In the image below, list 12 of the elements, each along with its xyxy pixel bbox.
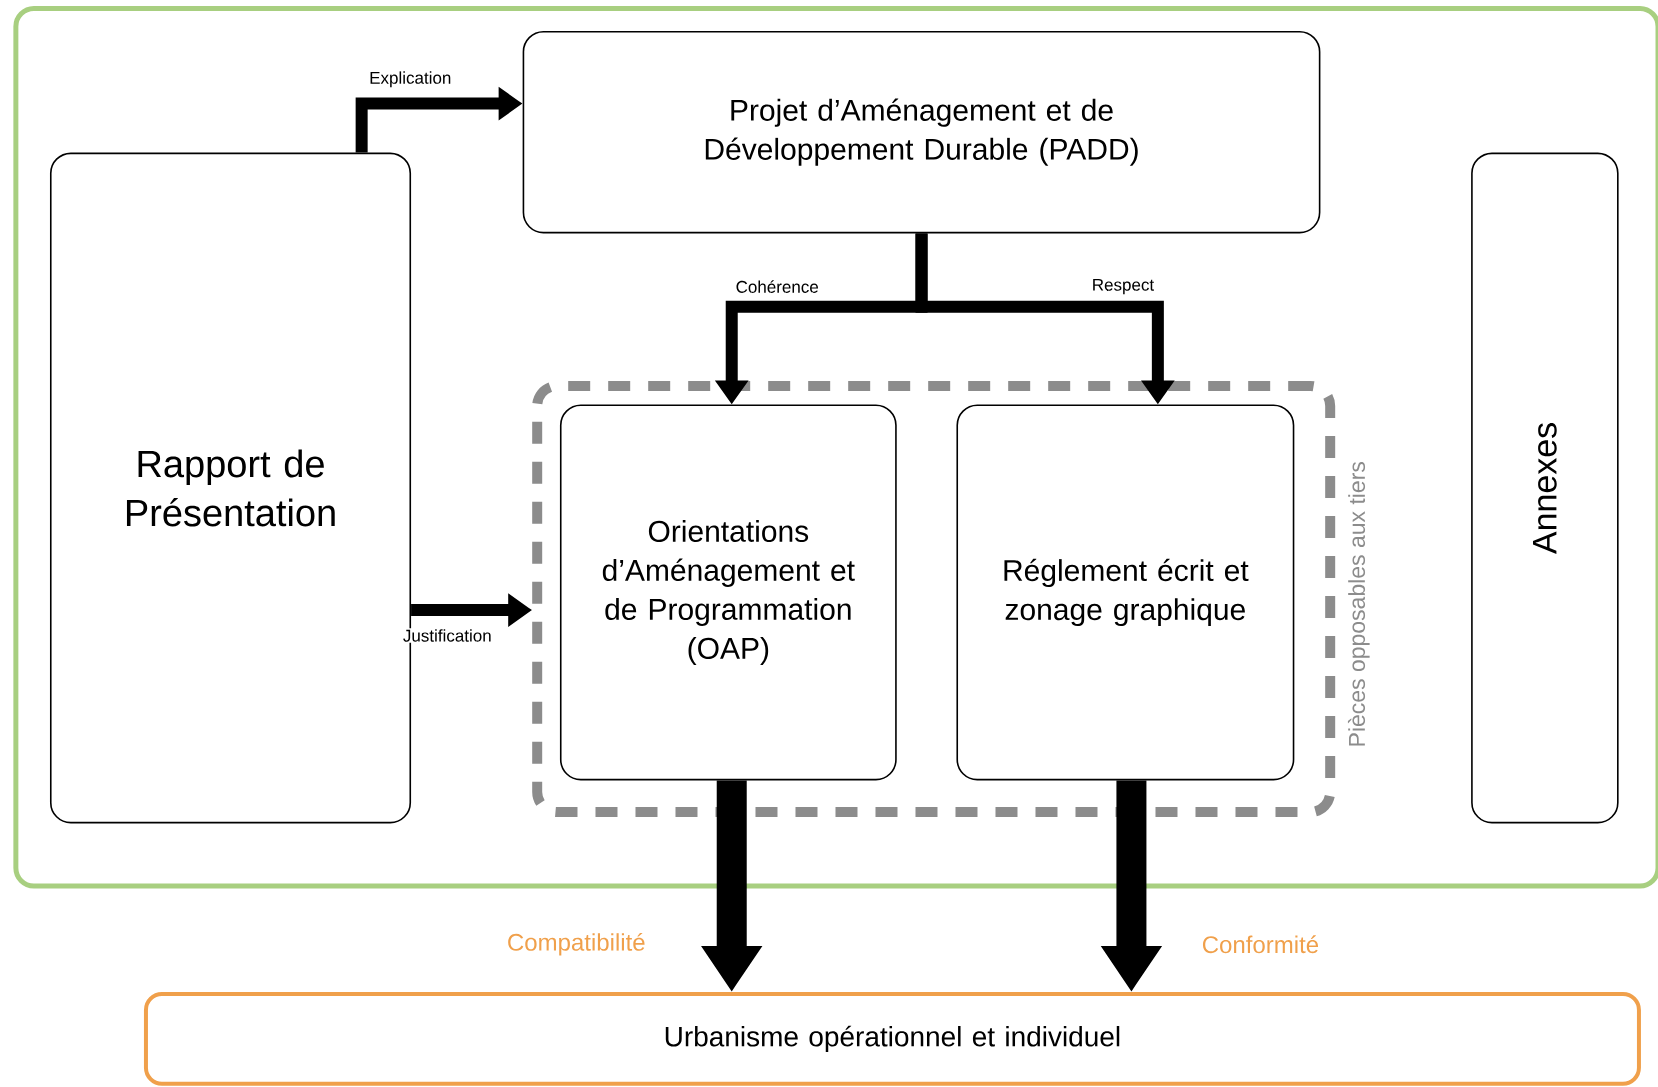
edge-label: Cohérence (734, 279, 820, 294)
edge-label: Respect (1090, 277, 1156, 296)
result-box: Urbanisme opérationnel et individuel (143, 991, 1641, 1086)
process-box: Réglement écrit et zonage graphique (956, 404, 1295, 781)
edge-label: Justification (401, 628, 493, 643)
edge-label: Explication (368, 70, 453, 89)
node-label: Pièces opposables aux tiers (1347, 461, 1370, 746)
process-box: Projet d’Aménagement et de Développement Durable (PADD) (522, 30, 1321, 234)
process-box: Orientations d’Aménagement et de Programmation (OAP) (559, 404, 897, 781)
edge-label: Compatibilité (505, 931, 647, 957)
document-box: Annexes (1471, 152, 1619, 824)
edge-label: Conformité (1200, 934, 1321, 955)
